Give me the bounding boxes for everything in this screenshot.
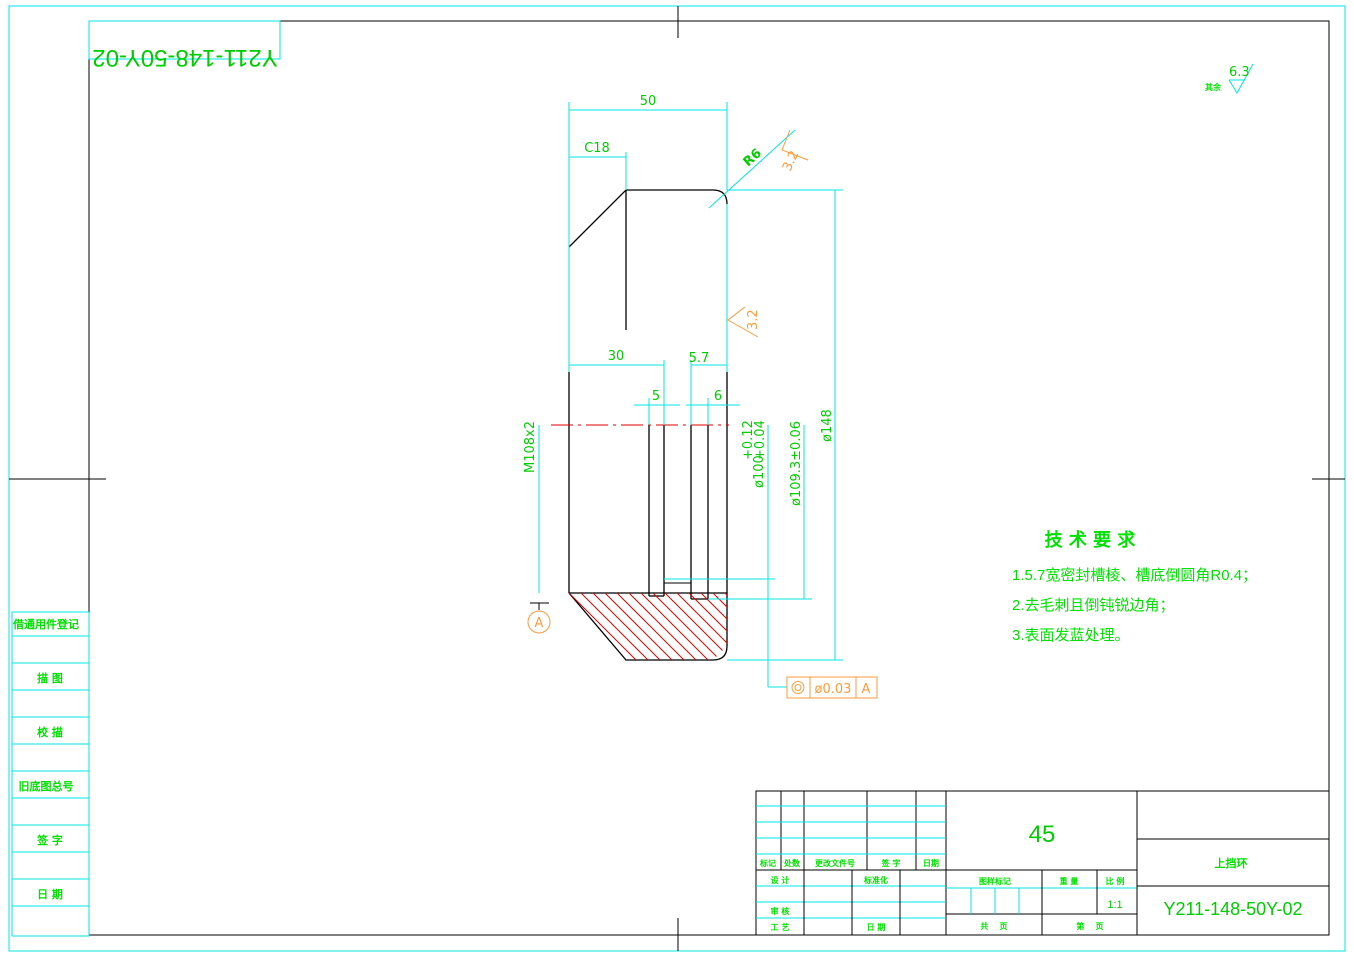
hatch-line xyxy=(773,593,840,660)
part-name: 上挡环 xyxy=(1215,856,1248,870)
roughness-other-label: 其余 xyxy=(1205,82,1222,92)
dim-dia-100: ø100 xyxy=(752,455,767,488)
side-label-0: 借通用件登记 xyxy=(12,617,79,631)
hatch-line xyxy=(628,593,697,660)
dim-30: 30 xyxy=(608,349,625,364)
hatch-line xyxy=(724,593,727,660)
section-hatching xyxy=(449,593,852,660)
hatch-line xyxy=(640,593,709,660)
rev-header-date: 日期 xyxy=(923,858,939,868)
roughness-side-value: 3.2 xyxy=(746,309,761,330)
hatch-line xyxy=(688,593,727,660)
hatch-line xyxy=(604,593,673,660)
datum-a-symbol xyxy=(527,610,551,634)
hatch-line xyxy=(785,593,852,660)
row-standard: 标准化 xyxy=(863,875,888,885)
tech-req-item-2: 2.去毛刺且倒钝锐边角； xyxy=(1012,597,1175,614)
dim-dia-100-tol-up: +0.12 xyxy=(741,420,756,460)
roughness-other-value: 6.3 xyxy=(1229,65,1250,80)
hatch-line xyxy=(569,593,637,660)
tolerance-datum: A xyxy=(862,682,871,697)
mirrored-drawing-number: Y211-148-50Y-02 xyxy=(92,44,277,71)
datum-a-letter: A xyxy=(535,616,544,631)
drawing-frame xyxy=(88,20,1330,936)
row-date: 日 期 xyxy=(867,922,886,932)
roughness-other-symbol xyxy=(1228,63,1254,94)
dim-r6: R6 xyxy=(741,146,765,170)
dimension-lines xyxy=(530,102,843,688)
hatch-line xyxy=(461,593,528,660)
scale-label: 比 例 xyxy=(1106,876,1125,886)
weight-label: 重 量 xyxy=(1060,876,1079,886)
mirrored-number-box xyxy=(88,20,281,60)
hatch-line xyxy=(449,593,516,660)
hatch-line xyxy=(676,593,727,660)
hatch-line xyxy=(473,593,540,660)
hatch-line xyxy=(761,593,828,660)
dim-dia-148: ø148 xyxy=(820,409,835,442)
tech-req-title: 技 术 要 求 xyxy=(1045,529,1137,551)
dim-c18: C18 xyxy=(584,141,610,156)
hatch-line xyxy=(652,593,721,660)
material: 45 xyxy=(1029,821,1056,848)
dim-50: 50 xyxy=(640,94,657,109)
rev-header-mark: 标记 xyxy=(759,858,776,868)
hatch-line xyxy=(700,593,727,660)
hatch-line xyxy=(749,593,816,660)
tech-req-item-1: 1.5.7宽密封槽棱、槽底倒圆角R0.4； xyxy=(1012,567,1257,584)
dim-6: 6 xyxy=(714,389,722,404)
roughness-side-symbol xyxy=(727,306,759,338)
sheet-border xyxy=(8,5,1346,952)
roughness-top-value: 3.2 xyxy=(780,149,802,174)
side-label-4: 签 字 xyxy=(36,833,63,847)
hatch-line xyxy=(616,593,685,660)
dim-5-7: 5.7 xyxy=(689,351,710,366)
rev-header-sign: 签 字 xyxy=(881,858,901,868)
side-label-5: 日 期 xyxy=(37,887,63,901)
rev-header-doc: 更改文件号 xyxy=(815,858,855,868)
total-sheets: 共 页 xyxy=(980,921,1007,931)
side-label-2: 校 描 xyxy=(37,725,63,739)
side-label-3: 旧底图总号 xyxy=(19,779,74,793)
hatch-line xyxy=(580,593,649,660)
scale-value: 1:1 xyxy=(1107,899,1122,911)
centering-marks xyxy=(9,6,1345,951)
row-process: 工 艺 xyxy=(771,922,790,932)
sheet-no: 第 页 xyxy=(1076,921,1103,931)
tolerance-value: ø0.03 xyxy=(815,682,852,697)
side-label-column xyxy=(11,611,90,937)
tolerance-frame xyxy=(786,676,878,699)
hatch-line xyxy=(592,593,661,660)
row-design: 设 计 xyxy=(771,875,790,885)
dim-thread: M108x2 xyxy=(523,421,538,473)
hatch-line xyxy=(737,593,804,660)
roughness-top-symbol xyxy=(781,129,809,161)
rev-header-count: 处数 xyxy=(783,858,801,868)
title-block-lines xyxy=(755,790,1330,936)
row-review: 审 核 xyxy=(771,906,790,916)
side-label-1: 描 图 xyxy=(37,671,63,685)
hatch-line xyxy=(712,593,727,660)
dim-dia-109: ø109.3±0.06 xyxy=(789,421,804,506)
drawing-number: Y211-148-50Y-02 xyxy=(1163,899,1302,919)
tech-req-item-3: 3.表面发蓝处理。 xyxy=(1012,627,1130,644)
dim-dia-100-tol-lo: +0.04 xyxy=(753,420,768,460)
stage-mark-label: 图样标记 xyxy=(979,876,1011,886)
dim-5: 5 xyxy=(652,389,660,404)
hatch-line xyxy=(664,593,727,660)
